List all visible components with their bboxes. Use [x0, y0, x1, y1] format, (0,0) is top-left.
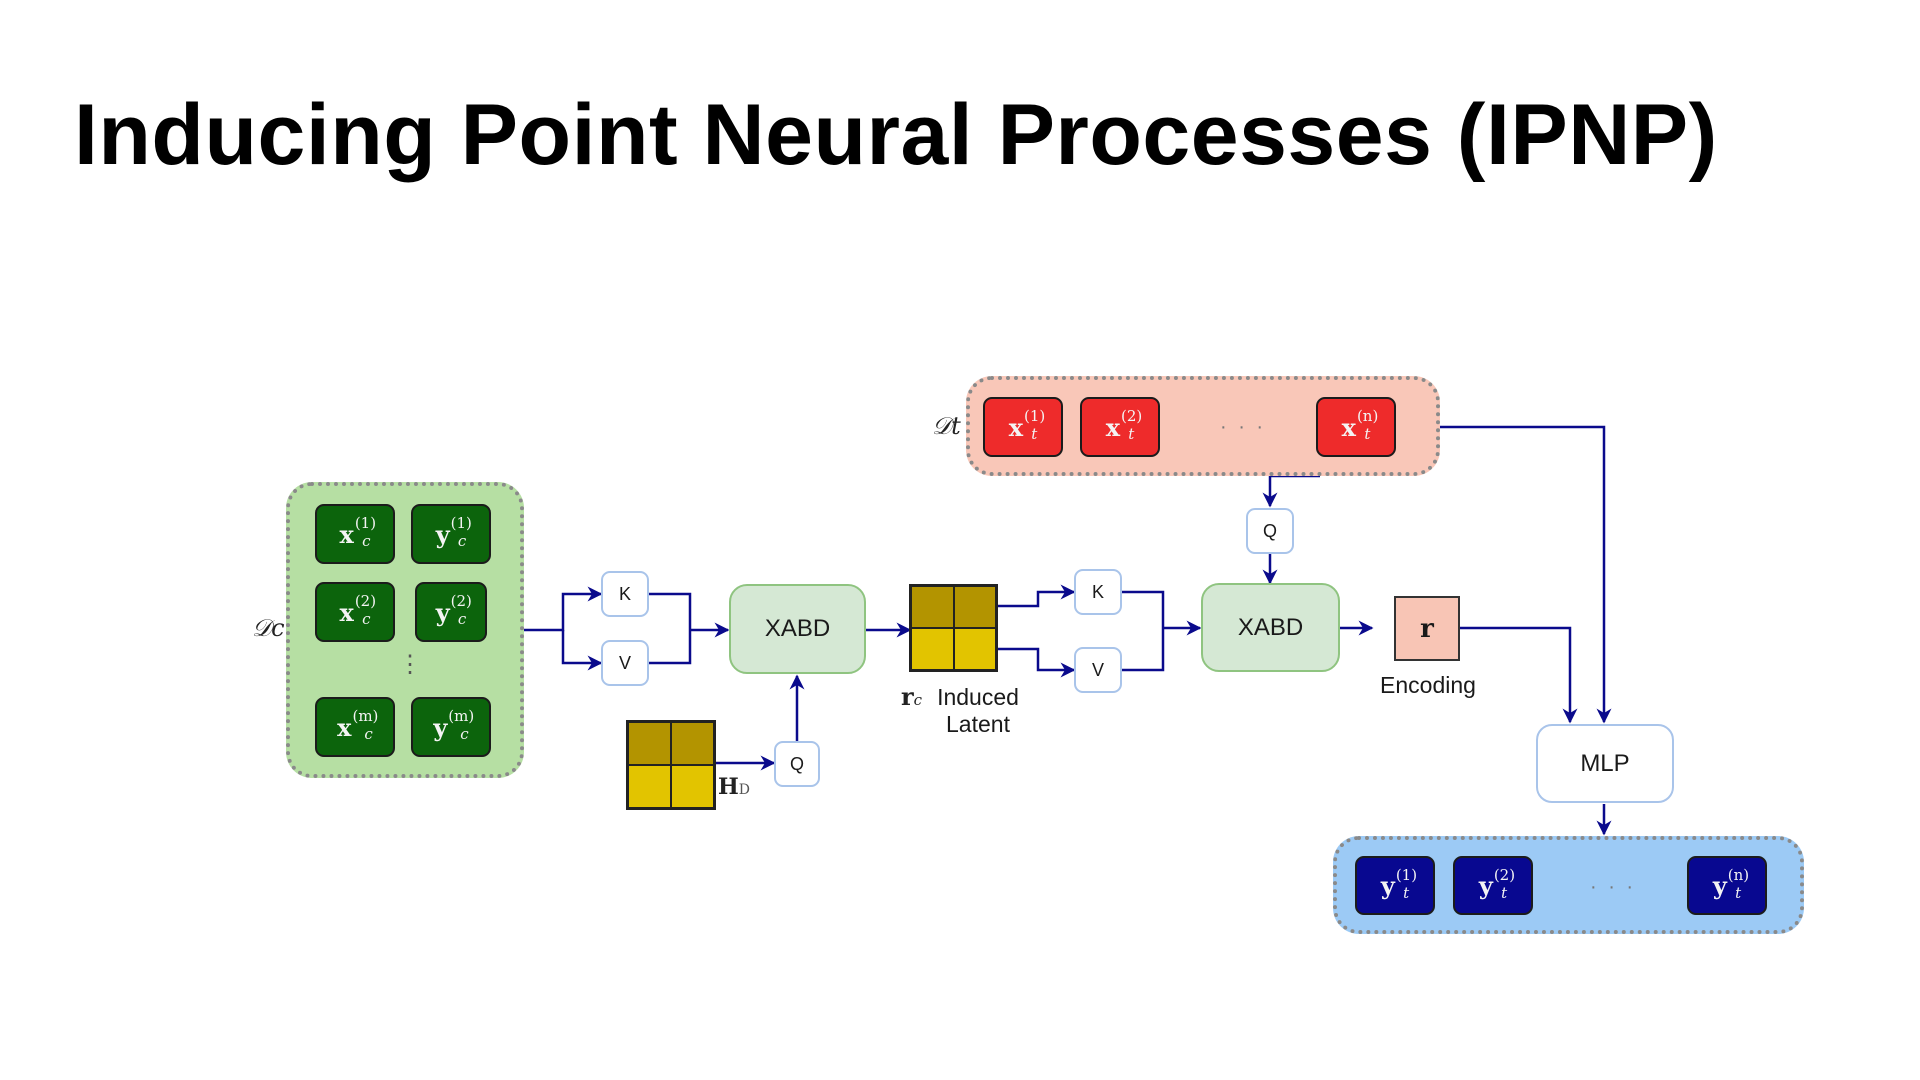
- subscript: t: [1031, 425, 1038, 443]
- h-symbol: H: [718, 774, 739, 800]
- value-node-1: V: [601, 640, 649, 686]
- slide-title: Inducing Point Neural Processes (IPNP): [74, 87, 1718, 183]
- context-y-tile-2: y(2)c: [415, 582, 487, 642]
- subscript: t: [1364, 425, 1371, 443]
- var-x: x: [339, 597, 354, 627]
- arrow-latent-to-v2: [997, 647, 1076, 678]
- target-x-tile-n: x(n)t: [1316, 397, 1396, 457]
- index: (n): [1727, 865, 1750, 884]
- latent-caption-line-2: Latent: [946, 711, 1010, 737]
- context-ellipsis: ⋮: [398, 651, 422, 678]
- arrow-target-to-q2: [1262, 474, 1320, 508]
- latent-symbol: rc: [901, 682, 922, 711]
- var-x: x: [1008, 412, 1024, 442]
- target-x-tile-2: x(2)t: [1080, 397, 1160, 457]
- index: (1): [354, 514, 377, 532]
- latent-caption-line-1: Induced: [937, 684, 1019, 710]
- subscript: t: [1735, 883, 1742, 902]
- index: (1): [1024, 407, 1046, 425]
- context-set-label: 𝒟c: [252, 614, 285, 642]
- key-node-2: K: [1074, 569, 1122, 615]
- subscript: c: [457, 532, 467, 550]
- output-ellipsis: · · ·: [1590, 876, 1637, 898]
- latent-caption: Induced Latent: [928, 684, 1028, 738]
- var-x: x: [1105, 412, 1121, 442]
- xabd-block-1: XABD: [729, 584, 866, 674]
- context-x-tile-1: x(1)c: [315, 504, 395, 564]
- arrow-kv2-to-xabd2: [1122, 590, 1200, 672]
- h-subscript: D: [738, 782, 751, 798]
- mlp-decoder: MLP: [1536, 724, 1674, 803]
- inducing-points-matrix: [626, 720, 716, 810]
- var-y: y: [435, 597, 450, 627]
- target-set-label: 𝒟t: [932, 412, 961, 440]
- output-y-tile-2: y(2)t: [1453, 856, 1533, 915]
- var-y: y: [1478, 871, 1493, 900]
- index: (2): [1121, 407, 1143, 425]
- induced-latent-matrix: [909, 584, 998, 672]
- key-node-1: K: [601, 571, 649, 617]
- var-x: x: [337, 712, 352, 742]
- var-x: x: [1341, 412, 1356, 442]
- var-y: y: [1712, 871, 1727, 900]
- subscript: c: [460, 725, 469, 743]
- target-ellipsis: · · ·: [1220, 416, 1267, 438]
- xabd-block-2: XABD: [1201, 583, 1340, 672]
- encoding-node: r: [1394, 596, 1460, 661]
- arrow-kv-to-xabd1: [649, 592, 728, 665]
- index: (2): [450, 592, 472, 610]
- subscript: t: [1128, 425, 1135, 443]
- index: (m): [448, 707, 475, 725]
- var-x: x: [339, 519, 354, 549]
- index: (2): [354, 592, 377, 610]
- arrow-context-to-k: [524, 586, 603, 632]
- subscript: t: [1403, 883, 1410, 902]
- var-y: y: [435, 519, 450, 549]
- r-subscript: c: [913, 691, 923, 709]
- context-y-tile-1: y(1)c: [411, 504, 491, 564]
- subscript: c: [362, 610, 371, 628]
- target-x-tile-1: x(1)t: [983, 397, 1063, 457]
- subscript: t: [1501, 883, 1508, 902]
- var-y: y: [1380, 871, 1395, 900]
- arrow-context-to-v: [561, 630, 603, 671]
- query-node-2: Q: [1246, 508, 1294, 554]
- r-symbol: r: [901, 682, 914, 711]
- context-x-tile-2: x(2)c: [315, 582, 395, 642]
- subscript: c: [362, 532, 371, 550]
- index: (1): [450, 514, 472, 532]
- output-y-tile-n: y(n)t: [1687, 856, 1767, 915]
- context-x-tile-m: x(m)c: [315, 697, 395, 757]
- index: (m): [352, 707, 379, 725]
- index: (1): [1395, 865, 1418, 884]
- encoding-caption: Encoding: [1380, 672, 1476, 698]
- query-node-1: Q: [774, 741, 820, 787]
- index: (2): [1493, 865, 1516, 884]
- subscript: c: [364, 725, 373, 743]
- arrow-target-to-mlp: [1440, 425, 1612, 724]
- subscript: c: [457, 610, 467, 628]
- arrow-latent-to-k2: [997, 584, 1076, 608]
- var-y: y: [433, 712, 448, 742]
- arrow-r-to-mlp: [1460, 626, 1578, 724]
- context-y-tile-m: y(m)c: [411, 697, 491, 757]
- inducing-points-label: HD: [718, 774, 750, 800]
- index: (n): [1356, 407, 1379, 425]
- value-node-2: V: [1074, 647, 1122, 693]
- output-y-tile-1: y(1)t: [1355, 856, 1435, 915]
